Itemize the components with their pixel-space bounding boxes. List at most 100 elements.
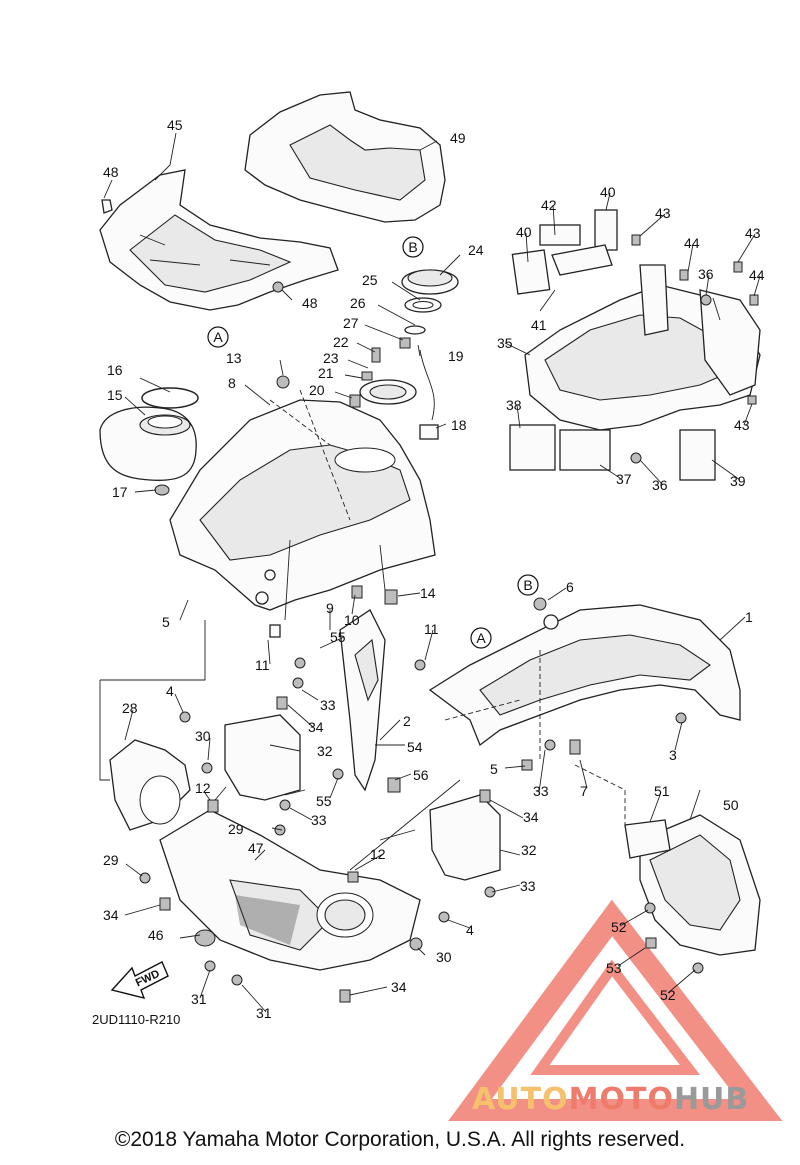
svg-text:B: B: [408, 239, 417, 255]
callout-28: 28: [122, 700, 138, 716]
callout-44-b: 44: [749, 267, 765, 283]
callout-3: 3: [669, 747, 677, 763]
watermark-hub: HUB: [673, 1082, 750, 1117]
copyright-notice: ©2018 Yamaha Motor Corporation, U.S.A. A…: [114, 1128, 686, 1151]
callout-25: 25: [362, 272, 378, 288]
callout-30-a: 30: [195, 728, 211, 744]
forward-arrow-icon: FWD: [110, 961, 169, 1000]
callout-37: 37: [616, 471, 632, 487]
inner-panel-54: [339, 585, 401, 793]
watermark-text: AUTOMOTOHUB: [472, 1082, 749, 1117]
callout-11-a: 11: [255, 657, 270, 673]
callout-39: 39: [730, 473, 746, 489]
callout-17: 17: [112, 484, 128, 500]
callout-34-a: 34: [308, 719, 324, 735]
callout-6: 6: [566, 579, 574, 595]
callout-34-c: 34: [391, 979, 407, 995]
callout-32-a: 32: [317, 743, 333, 759]
callout-35: 35: [497, 335, 513, 351]
callout-22: 22: [333, 334, 349, 350]
callout-1: 1: [745, 609, 753, 625]
callout-29-a: 29: [228, 821, 244, 837]
callout-8: 8: [228, 375, 236, 391]
callout-4-a: 4: [166, 683, 174, 699]
svg-text:B: B: [523, 577, 532, 593]
callout-51: 51: [654, 783, 670, 799]
callout-49: 49: [450, 130, 466, 146]
callout-19: 19: [448, 348, 464, 364]
callout-2: 2: [403, 713, 411, 729]
leader-lines: [103, 132, 761, 1013]
callout-27: 27: [343, 315, 359, 331]
callout-33-b: 33: [311, 812, 327, 828]
callout-33-a: 33: [320, 697, 336, 713]
reference-marker-b1: B: [402, 236, 424, 258]
watermark-moto: MOTO: [568, 1082, 674, 1117]
fuel-cap-assembly: [349, 269, 459, 440]
callout-5-b: 5: [490, 761, 498, 777]
callout-5-a: 5: [162, 614, 170, 630]
callout-43-b: 43: [745, 225, 761, 241]
svg-text:A: A: [213, 329, 223, 345]
callout-52-a: 52: [611, 919, 627, 935]
callout-7: 7: [580, 783, 588, 799]
callout-53: 53: [606, 960, 622, 976]
callout-16: 16: [107, 362, 123, 378]
callout-32-b: 32: [521, 842, 537, 858]
main-body-8: [169, 375, 436, 638]
watermark-logo: [448, 899, 783, 1121]
callout-38: 38: [506, 397, 522, 413]
callout-48-a: 48: [103, 164, 119, 180]
callout-13: 13: [226, 350, 242, 366]
callout-50: 50: [723, 797, 739, 813]
reference-marker-a2: A: [470, 627, 492, 649]
fuel-tank-15: [99, 387, 199, 496]
callout-24: 24: [468, 242, 484, 258]
callout-33-d: 33: [533, 783, 549, 799]
callout-30-b: 30: [436, 949, 452, 965]
callout-34-d: 34: [523, 809, 539, 825]
callout-52-b: 52: [660, 987, 676, 1003]
callout-14: 14: [420, 585, 436, 601]
callout-47: 47: [248, 840, 264, 856]
callout-33-c: 33: [520, 878, 536, 894]
callout-4-b: 4: [466, 922, 474, 938]
watermark-auto: AUTO: [472, 1082, 569, 1117]
cover-panel-49: [244, 91, 446, 223]
reference-marker-a1: A: [207, 326, 229, 348]
callout-31-b: 31: [256, 1005, 272, 1021]
callout-36-a: 36: [698, 266, 714, 282]
callout-29-b: 29: [103, 852, 119, 868]
callout-46: 46: [148, 927, 164, 943]
callout-54: 54: [407, 739, 423, 755]
callout-40-a: 40: [516, 224, 532, 240]
callout-12-b: 12: [370, 846, 386, 862]
grommet-48: [272, 281, 284, 293]
callout-18: 18: [451, 417, 467, 433]
callout-43-c: 43: [734, 417, 750, 433]
callout-42: 42: [541, 197, 557, 213]
callout-9: 9: [326, 600, 334, 616]
callout-21: 21: [318, 365, 334, 381]
callout-15: 15: [107, 387, 123, 403]
callout-23: 23: [323, 350, 339, 366]
diagram-code: 2UD1110-R210: [92, 1012, 181, 1027]
callout-55-b: 55: [316, 793, 332, 809]
callout-40-b: 40: [600, 184, 616, 200]
callout-44-a: 44: [684, 235, 700, 251]
callout-55-a: 55: [330, 629, 346, 645]
callout-12-a: 12: [195, 780, 211, 796]
front-fender-1: [414, 597, 741, 771]
callout-31-a: 31: [191, 991, 207, 1007]
callout-11-b: 11: [424, 621, 439, 637]
callout-41: 41: [531, 317, 547, 333]
callout-34-b: 34: [103, 907, 119, 923]
callout-10: 10: [344, 612, 360, 628]
storage-box-35: [509, 209, 761, 481]
svg-text:A: A: [476, 630, 486, 646]
lower-front-assembly: [99, 620, 501, 1003]
callout-45: 45: [167, 117, 183, 133]
mud-guard-50: [574, 764, 761, 974]
front-cover-45: [99, 169, 339, 311]
